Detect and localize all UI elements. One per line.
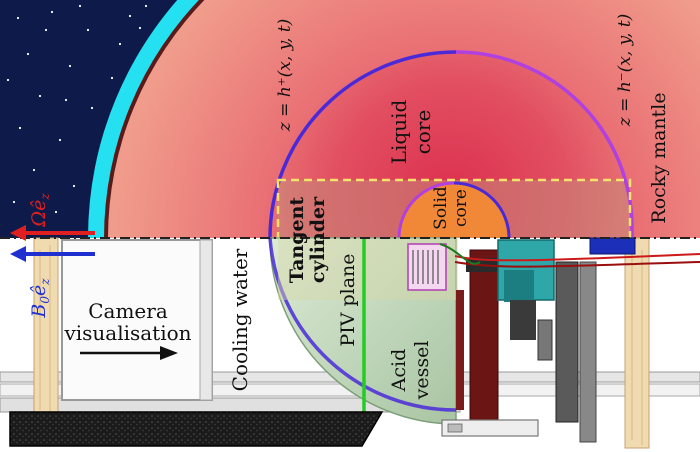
- camera-label-2: visualisation: [63, 321, 191, 345]
- star-icon: [18, 126, 22, 130]
- support-pillar-3: [579, 261, 597, 443]
- h-minus-label: z = h⁻(x, y, t): [615, 14, 635, 128]
- bearing-plate: [441, 419, 539, 437]
- wooden-post-right: [624, 237, 650, 449]
- cable-red: [454, 253, 700, 262]
- magnet-cap: [589, 237, 636, 255]
- wooden-post-left: [33, 237, 59, 419]
- camera-label-1: Camera: [88, 299, 168, 323]
- star-icon: [54, 210, 58, 214]
- base-belt: [9, 411, 384, 447]
- piv-plane-label: PIV plane: [337, 253, 359, 346]
- acid-vessel-label-1: Acid: [388, 349, 410, 393]
- gear-housing-dark: [504, 270, 534, 302]
- star-icon: [6, 78, 10, 82]
- star-icon: [26, 52, 30, 56]
- b0-main: B: [28, 304, 50, 319]
- omega-arrow: [10, 225, 95, 241]
- experiment-section: [0, 237, 700, 452]
- heater-coils: [412, 250, 439, 284]
- liquid-core-label-1: Liquid: [387, 100, 411, 165]
- cooling-tank: [61, 239, 213, 401]
- vessel-boundary-spiral: [268, 237, 457, 412]
- b0-subscript: z: [38, 278, 52, 286]
- star-icon: [128, 14, 132, 18]
- tangent-cylinder-label-1: Tangent: [286, 197, 308, 284]
- support-pillar-1: [555, 261, 579, 423]
- star-icon: [144, 4, 148, 8]
- support-pillar-2: [537, 319, 553, 361]
- solid-core: [399, 183, 509, 238]
- star-icon: [118, 42, 122, 46]
- cable-green: [439, 243, 481, 265]
- solid-core-spiral: [397, 181, 455, 239]
- star-icon: [12, 200, 16, 204]
- drive-shaft: [469, 249, 499, 421]
- star-icon: [68, 64, 72, 68]
- planet-section: [0, 0, 700, 302]
- star-icon: [32, 168, 36, 172]
- star-icon: [38, 94, 42, 98]
- b0-sub-zero: 0: [38, 296, 52, 304]
- solid-core-label-2: core: [451, 189, 471, 227]
- h-plus-boundary: [268, 50, 457, 239]
- acid-vessel-label-2: vessel: [411, 341, 433, 401]
- star-icon: [44, 28, 48, 32]
- rocky-mantle-label: Rocky mantle: [648, 92, 670, 223]
- inner-sphere-holder: [407, 243, 447, 291]
- solid-core-label-1: Solid: [431, 186, 451, 230]
- vessel-wall: [456, 290, 464, 410]
- cooling-tank-inner: [199, 239, 213, 401]
- tangent-cylinder-label-2: cylinder: [307, 196, 329, 283]
- omega-subscript: z: [38, 193, 52, 201]
- motor-block: [510, 300, 536, 340]
- omega-label: Ωêz: [28, 193, 52, 228]
- omega-main: Ωê: [28, 200, 50, 228]
- star-icon: [90, 106, 94, 110]
- star-icon: [64, 98, 68, 102]
- star-icon: [86, 28, 90, 32]
- solid-core-spiral-blue: [453, 181, 511, 239]
- liquid-core-label-2: core: [411, 110, 435, 155]
- b0-arrow: [10, 246, 95, 262]
- star-icon: [138, 26, 142, 30]
- right-arrow-icon: [80, 346, 178, 360]
- cooling-water-label: Cooling water: [228, 248, 252, 391]
- star-icon: [72, 184, 76, 188]
- star-icon: [110, 76, 114, 80]
- b0-unit-vector: ê: [28, 285, 50, 296]
- star-icon: [16, 16, 20, 20]
- star-icon: [58, 138, 62, 142]
- star-icon: [50, 10, 54, 14]
- b0-label: B0êz: [28, 278, 52, 319]
- h-plus-label: z = h⁺(x, y, t): [275, 19, 295, 133]
- star-icon: [78, 4, 82, 8]
